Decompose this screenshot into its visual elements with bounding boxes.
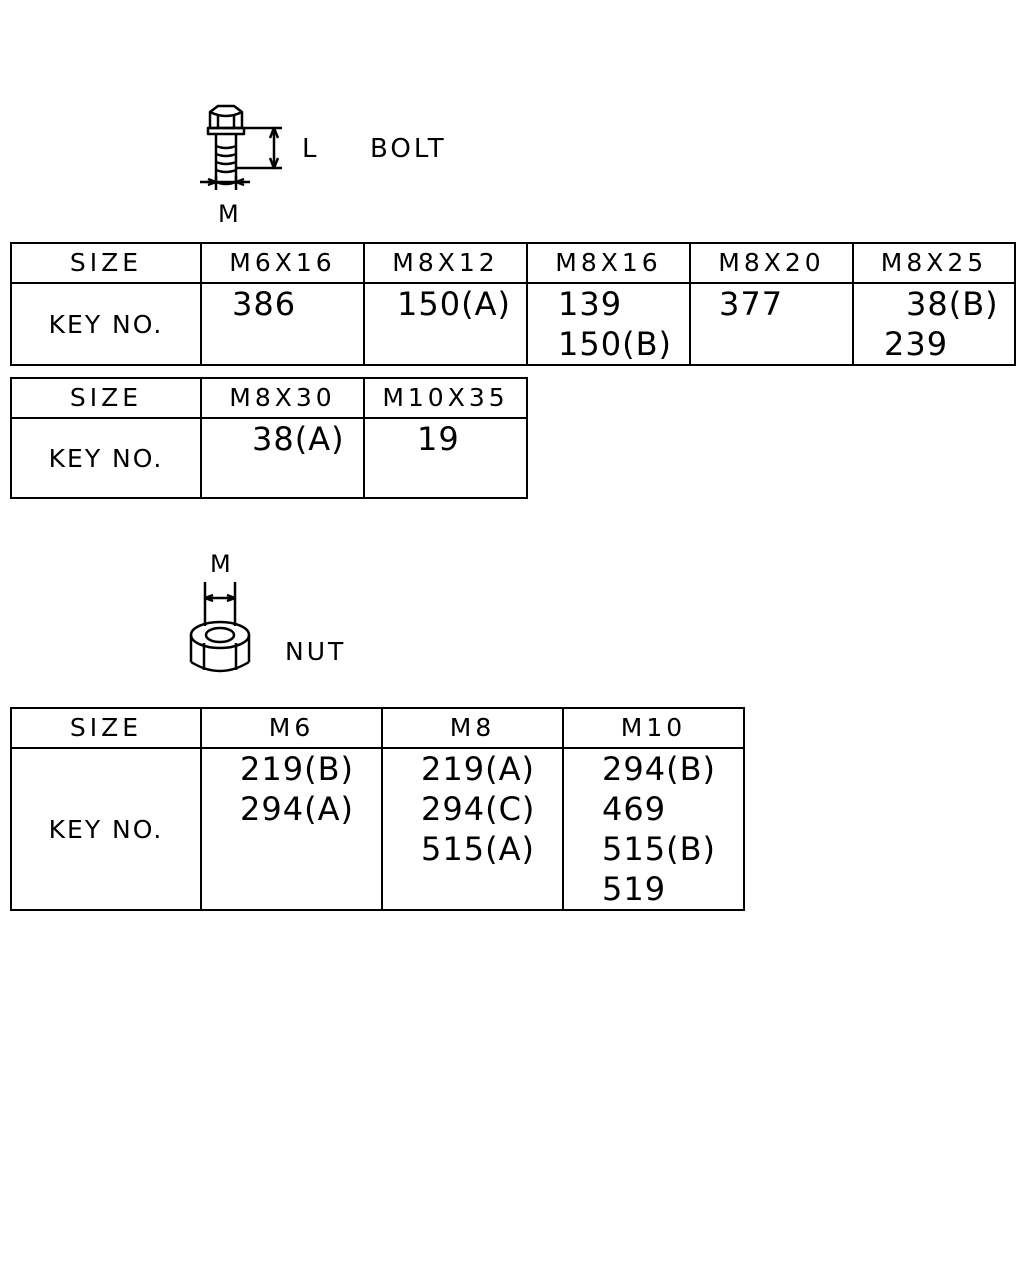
key-cell-m8x30: 38(A): [200, 417, 365, 499]
bolt-label: BOLT: [370, 134, 447, 164]
key-no-header: KEY NO.: [10, 417, 202, 499]
size-m10: M10: [562, 707, 745, 749]
key-cell-m8: 219(A) 294(C) 515(A): [381, 747, 564, 911]
bolt-diameter-label: M: [218, 200, 242, 228]
size-m6x16: M6X16: [200, 242, 365, 284]
size-m6: M6: [200, 707, 383, 749]
key-cell-m8x25: 38(B) 239: [852, 282, 1016, 366]
key-number: 38(B): [906, 285, 999, 323]
key-number: 386: [232, 285, 297, 323]
key-number: 239: [884, 325, 949, 363]
key-no-header: KEY NO.: [10, 747, 202, 911]
key-number: 519: [602, 870, 667, 908]
key-cell-m6: 219(B) 294(A): [200, 747, 383, 911]
key-number: 150(A): [397, 285, 511, 323]
nut-size-table: SIZE M6 M8 M10 KEY NO. 219(B) 294(A) 219…: [10, 707, 745, 911]
size-m8x12: M8X12: [363, 242, 528, 284]
size-row: SIZE M6 M8 M10: [10, 707, 745, 749]
key-number: 38(A): [252, 420, 345, 458]
size-m8: M8: [381, 707, 564, 749]
key-number: 377: [719, 285, 784, 323]
key-number: 219(A): [421, 750, 535, 788]
size-row: SIZE M8X30 M10X35: [10, 377, 528, 419]
key-number: 294(C): [421, 790, 536, 828]
key-row: KEY NO. 386 150(A) 139 150(B) 377 38(B) …: [10, 282, 1016, 366]
key-number: 515(B): [602, 830, 716, 868]
key-number: 515(A): [421, 830, 535, 868]
size-m10x35: M10X35: [363, 377, 528, 419]
key-number: 219(B): [240, 750, 354, 788]
size-header: SIZE: [10, 242, 202, 284]
key-number: 139: [558, 285, 623, 323]
key-number: 294(B): [602, 750, 716, 788]
size-header: SIZE: [10, 377, 202, 419]
size-row: SIZE M6X16 M8X12 M8X16 M8X20 M8X25: [10, 242, 1016, 284]
size-m8x20: M8X20: [689, 242, 854, 284]
bolt-size-table-1: SIZE M6X16 M8X12 M8X16 M8X20 M8X25 KEY N…: [10, 242, 1016, 366]
key-cell-m8x20: 377: [689, 282, 854, 366]
key-row: KEY NO. 219(B) 294(A) 219(A) 294(C) 515(…: [10, 747, 745, 911]
key-cell-m6x16: 386: [200, 282, 365, 366]
key-cell-m10: 294(B) 469 515(B) 519: [562, 747, 745, 911]
key-row: KEY NO. 38(A) 19: [10, 417, 528, 499]
key-number: 294(A): [240, 790, 354, 828]
size-m8x25: M8X25: [852, 242, 1016, 284]
key-number: 469: [602, 790, 667, 828]
size-m8x16: M8X16: [526, 242, 691, 284]
key-number: 150(B): [558, 325, 672, 363]
key-cell-m10x35: 19: [363, 417, 528, 499]
key-number: 19: [417, 420, 460, 458]
bolt-size-table-2: SIZE M8X30 M10X35 KEY NO. 38(A) 19: [10, 377, 528, 499]
key-cell-m8x16: 139 150(B): [526, 282, 691, 366]
nut-diameter-label: M: [210, 550, 234, 578]
key-cell-m8x12: 150(A): [363, 282, 528, 366]
nut-illustration: [189, 582, 251, 673]
size-header: SIZE: [10, 707, 202, 749]
bolt-length-label: L: [302, 134, 320, 164]
size-m8x30: M8X30: [200, 377, 365, 419]
key-no-header: KEY NO.: [10, 282, 202, 366]
nut-label: NUT: [285, 637, 347, 666]
bolt-illustration: [200, 104, 282, 190]
